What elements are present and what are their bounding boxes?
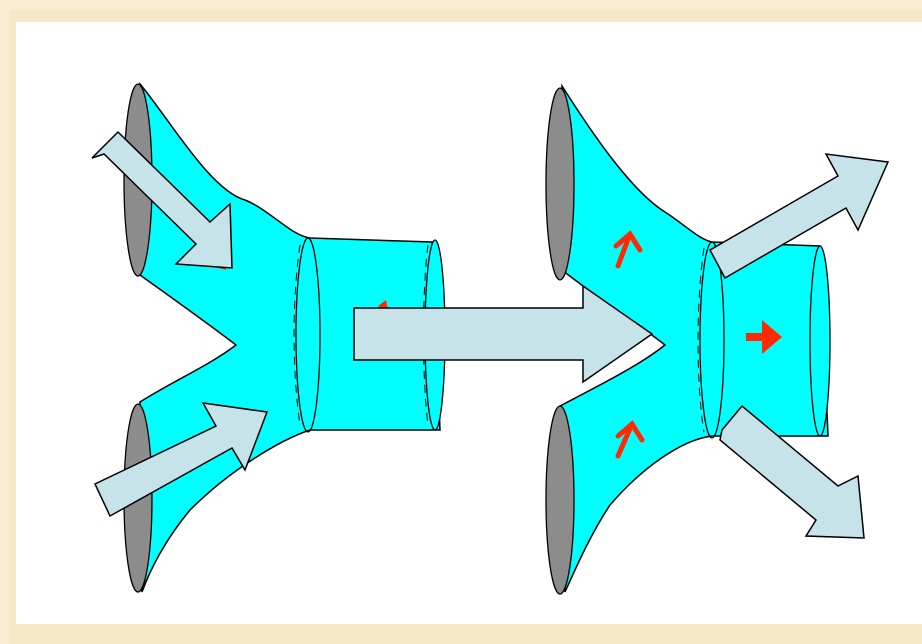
right-inlet-top-cap [546, 88, 574, 280]
right-outlet-end [810, 246, 830, 436]
right-inlet-bottom-cap [546, 406, 574, 594]
